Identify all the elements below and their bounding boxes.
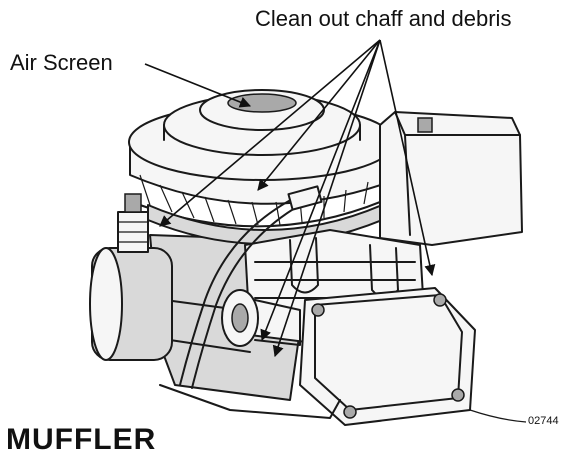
code-leader <box>469 409 527 423</box>
callout-arrows <box>159 39 436 358</box>
muffler-label: MUFFLER <box>6 423 157 456</box>
air-screen-callout <box>144 63 252 108</box>
fuel-tank <box>379 111 523 246</box>
engine-base <box>159 384 341 419</box>
blower-housing <box>128 89 396 205</box>
engine-illustration <box>89 39 527 426</box>
figure-code: 02744 <box>528 415 559 427</box>
fuel-line-2 <box>191 204 301 389</box>
air-screen-label: Air Screen <box>10 50 113 75</box>
valve-cover <box>299 287 476 426</box>
engine-diagram: Clean out chaff and debris Air Screen 02… <box>6 6 559 456</box>
starter-motor <box>89 193 173 361</box>
fuel-line <box>179 194 301 386</box>
carburetor <box>221 289 301 347</box>
clean-out-label: Clean out chaff and debris <box>255 6 512 31</box>
